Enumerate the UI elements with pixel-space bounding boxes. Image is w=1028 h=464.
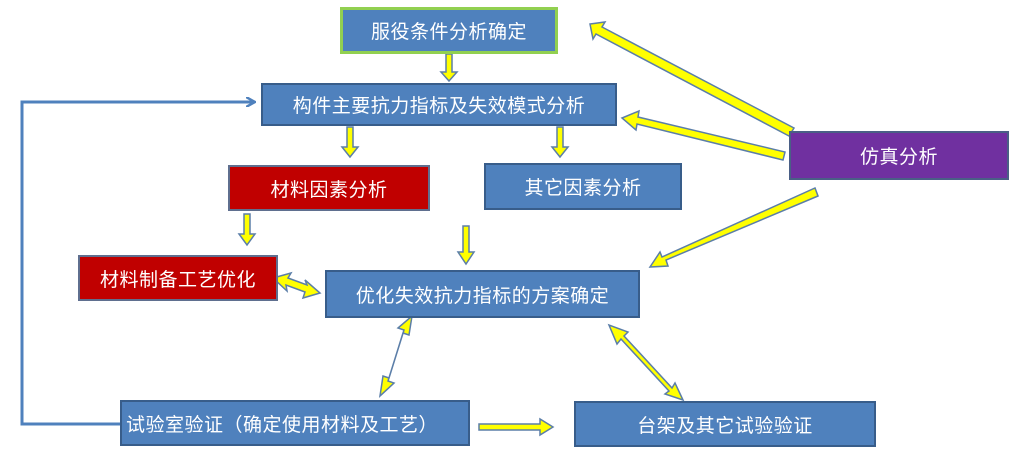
arrow-material-factor-to-prep [237, 213, 257, 247]
double-arrow-optimize-bench [607, 323, 685, 402]
arrow-to-optimize [456, 225, 476, 266]
node-service-condition-label: 服役条件分析确定 [370, 21, 527, 43]
node-other-factor-label: 其它因素分析 [524, 177, 642, 199]
node-bench-verification: 台架及其它试验验证 [574, 401, 876, 447]
node-lab-verification-label: 试验室验证（确定使用材料及工艺） [126, 413, 439, 436]
double-arrow-prep-optimize [271, 271, 322, 300]
arrow-service-to-main [439, 53, 459, 83]
arrow-main-to-material-factor [340, 126, 360, 159]
arrow-lab-to-bench [478, 417, 555, 437]
node-other-factor: 其它因素分析 [484, 163, 682, 210]
arrow-simulation-to-service [589, 21, 796, 137]
node-simulation: 仿真分析 [789, 131, 1009, 180]
arrow-main-to-other-factor [550, 126, 570, 159]
node-material-prep-label: 材料制备工艺优化 [99, 268, 256, 291]
node-bench-verification-label: 台架及其它试验验证 [637, 414, 813, 437]
node-material-prep: 材料制备工艺优化 [78, 255, 278, 301]
feedback-loop-line [20, 102, 254, 426]
arrow-simulation-to-main [620, 109, 786, 161]
node-optimize-plan: 优化失效抗力指标的方案确定 [325, 270, 640, 318]
node-lab-verification: 试验室验证（确定使用材料及工艺） [120, 400, 470, 446]
node-main-analysis: 构件主要抗力指标及失效模式分析 [261, 83, 617, 126]
node-main-analysis-label: 构件主要抗力指标及失效模式分析 [292, 95, 586, 117]
node-service-condition: 服役条件分析确定 [340, 7, 558, 54]
node-simulation-label: 仿真分析 [859, 146, 938, 168]
double-arrow-optimize-lab [378, 314, 414, 399]
node-optimize-plan-label: 优化失效抗力指标的方案确定 [355, 284, 610, 307]
arrow-simulation-to-optimize [648, 186, 819, 268]
node-material-factor: 材料因素分析 [228, 165, 430, 211]
node-material-factor-label: 材料因素分析 [270, 178, 388, 201]
